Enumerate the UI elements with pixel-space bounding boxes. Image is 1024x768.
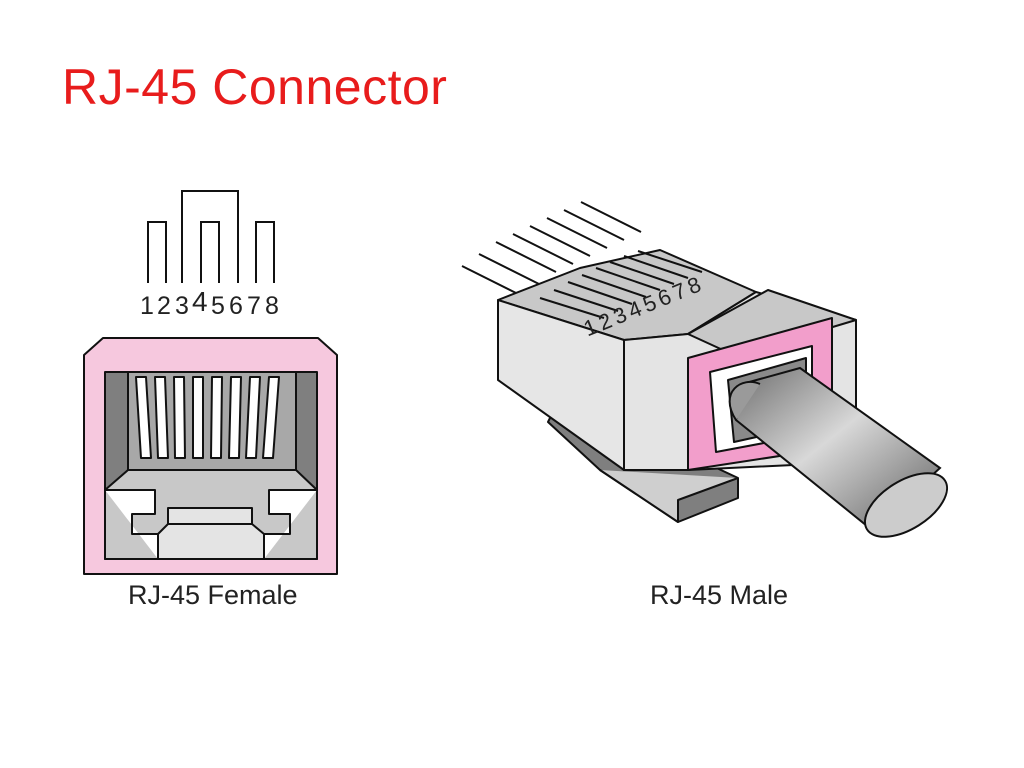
female-pin-3: 3 [175, 292, 189, 320]
female-pin-7: 7 [247, 292, 261, 320]
female-caption: RJ-45 Female [128, 580, 298, 610]
female-pin-5: 5 [211, 292, 225, 320]
female-pin-4: 4 [192, 286, 208, 317]
female-pin-numbers: 1 2 3 4 5 6 7 8 [140, 286, 279, 320]
rj45-male-plug [461, 201, 857, 523]
female-pin-8: 8 [265, 292, 279, 320]
network-cable [728, 366, 949, 538]
female-pin-6: 6 [229, 292, 243, 320]
slide-title: RJ-45 Connector [62, 59, 448, 115]
female-pin-1: 1 [140, 292, 154, 320]
pin-pair-lines [147, 190, 275, 283]
female-pin-2: 2 [157, 292, 171, 320]
wire-strands [461, 201, 642, 297]
male-caption: RJ-45 Male [650, 580, 789, 610]
rj45-female-jack [83, 337, 338, 575]
